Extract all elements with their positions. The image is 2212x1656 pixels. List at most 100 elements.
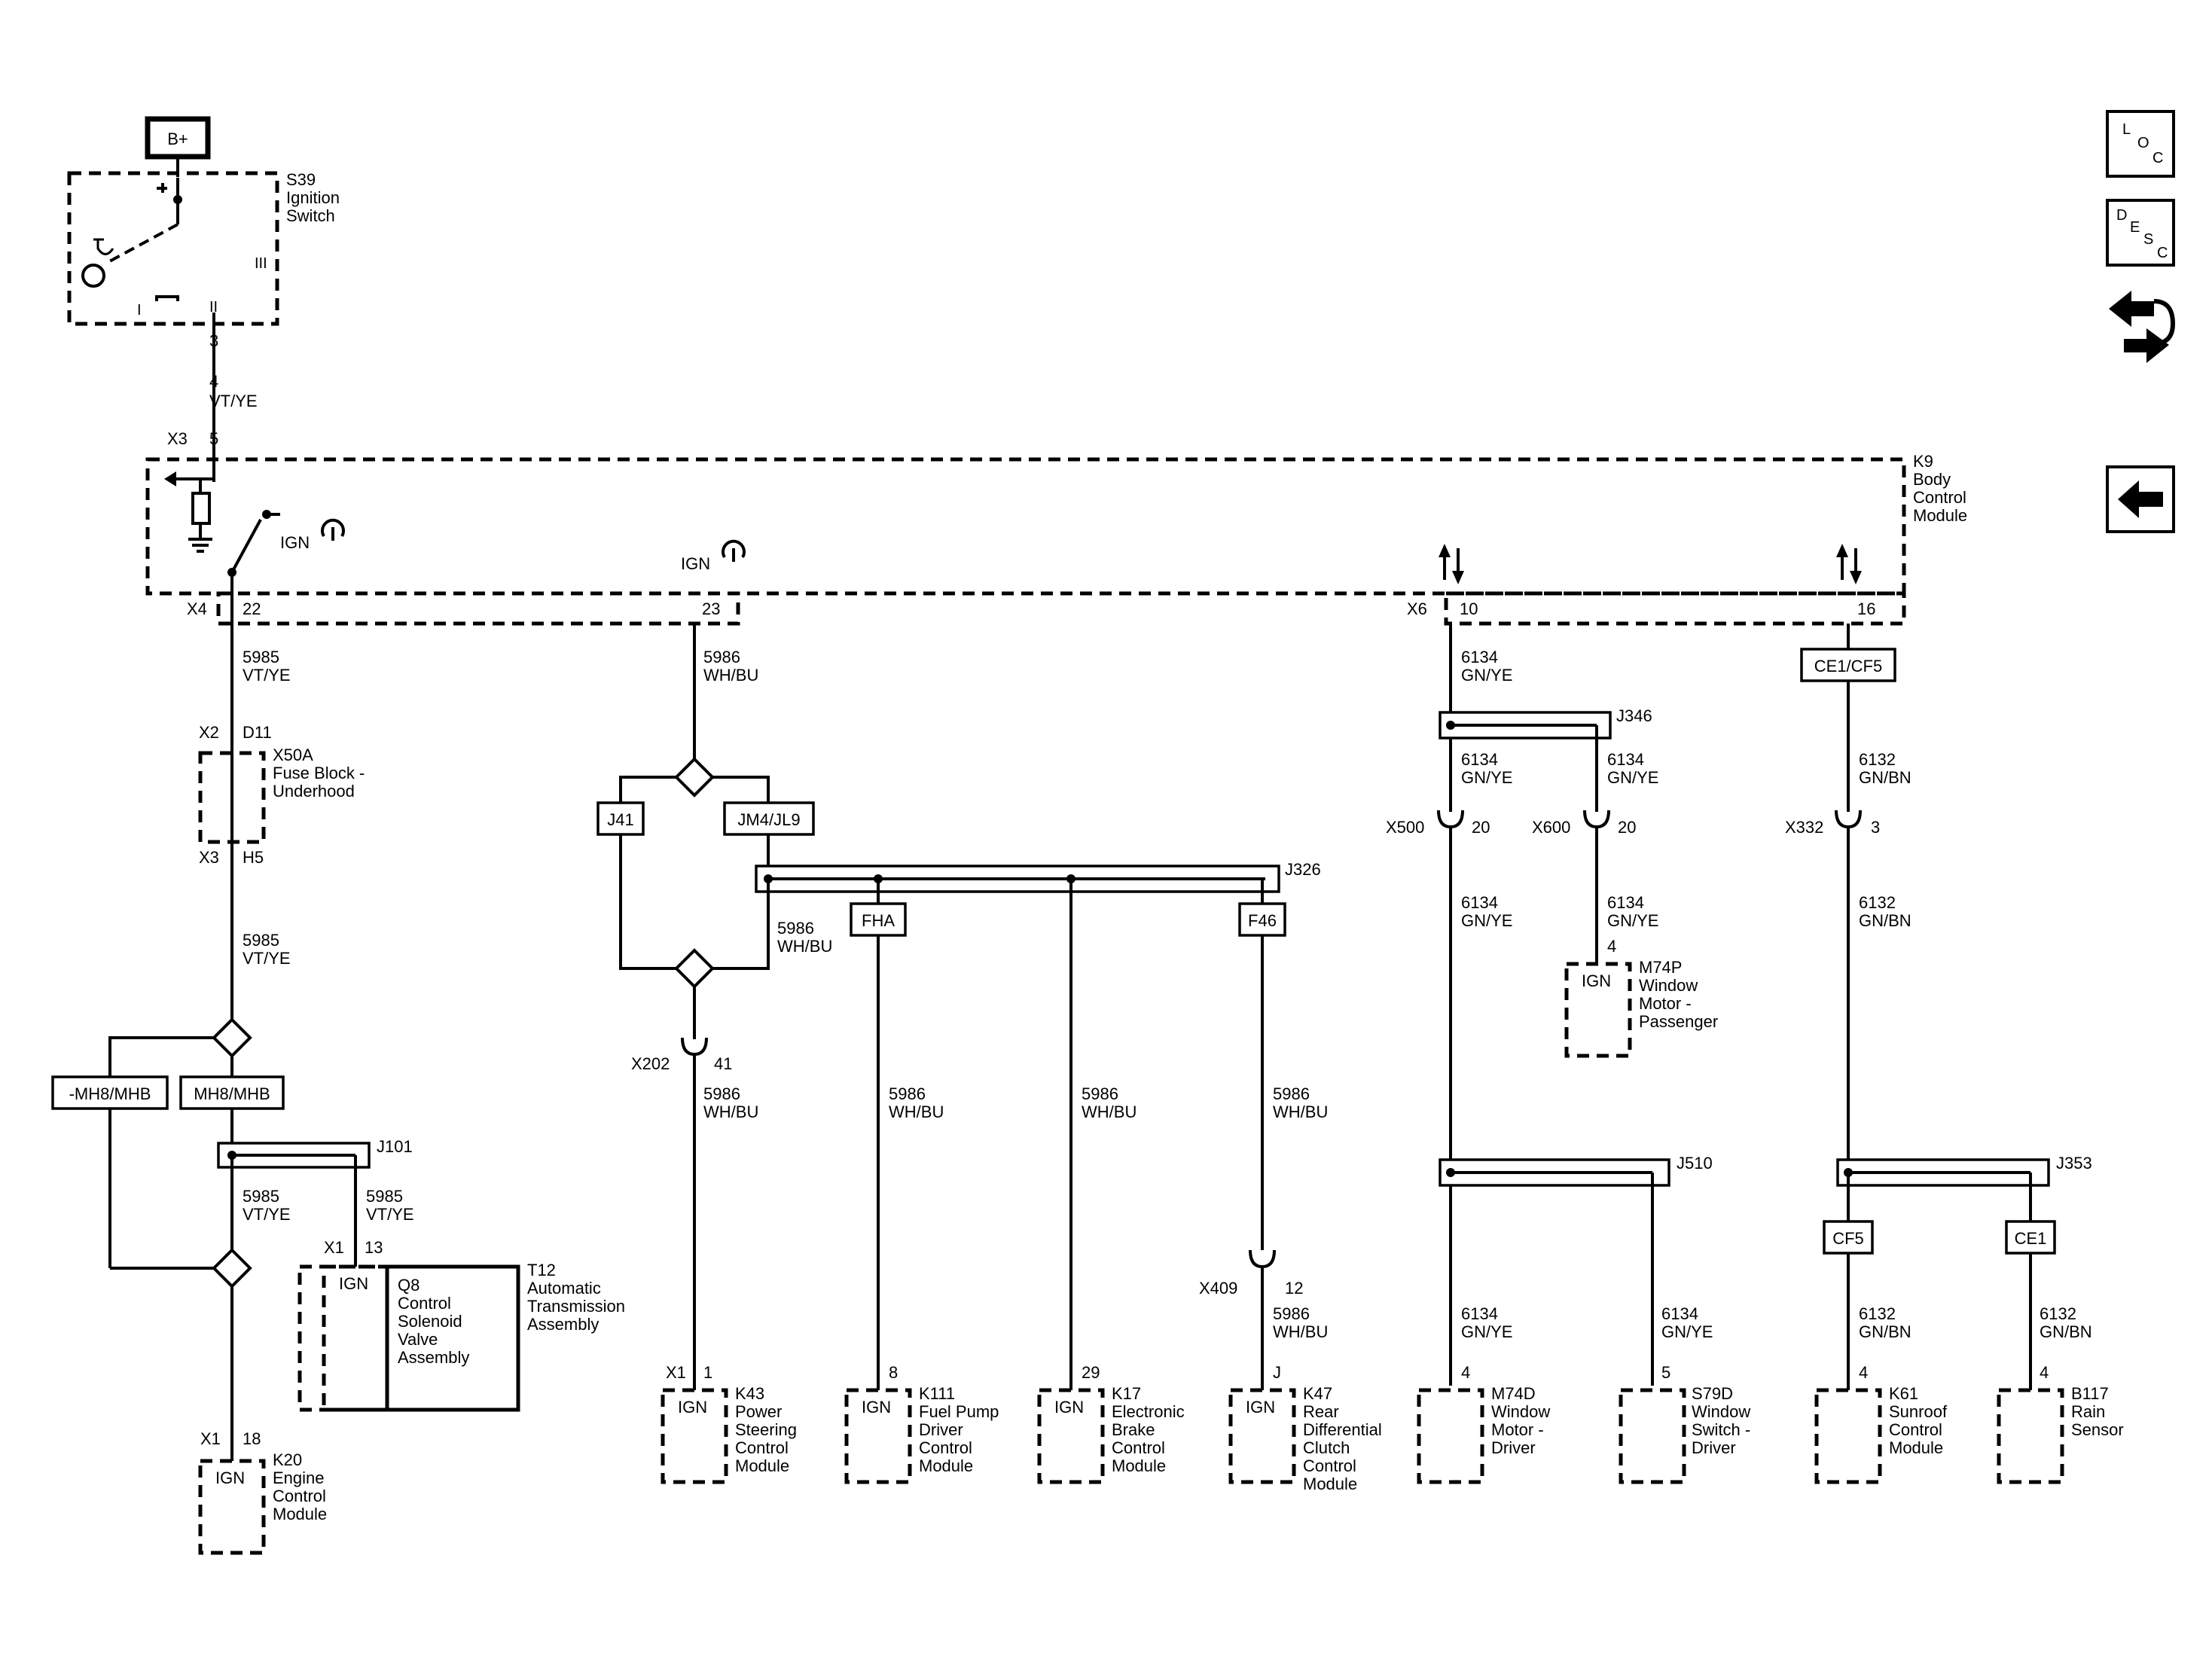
inline-connector-x409 xyxy=(1249,1249,1276,1269)
wire-color: GN/YE xyxy=(1461,1322,1512,1341)
component-name: Rain xyxy=(2071,1402,2105,1421)
wire-color: GN/BN xyxy=(1859,911,1911,930)
switch-position-label: I xyxy=(137,302,142,319)
driver-window-motor xyxy=(1417,1388,1484,1484)
component-name: Driver xyxy=(1692,1438,1736,1457)
pin-label: 5 xyxy=(1661,1363,1670,1382)
splice-j346 xyxy=(1439,711,1612,740)
component-name: Assembly xyxy=(398,1348,469,1367)
ign-label: IGN xyxy=(215,1468,245,1487)
wire-circuit: 5985 xyxy=(243,1187,279,1206)
connector-label: X500 xyxy=(1386,818,1424,837)
component-name: Solenoid xyxy=(398,1312,462,1331)
option-label: CE1 xyxy=(2015,1229,2047,1248)
ign-label: IGN xyxy=(681,554,710,573)
component-id: M74P xyxy=(1639,958,1682,977)
wire-circuit: 5986 xyxy=(703,1084,740,1103)
transmission-assembly: IGN xyxy=(297,1264,520,1412)
ign-label: IGN xyxy=(339,1274,368,1293)
connector-swap-icon[interactable] xyxy=(2109,291,2176,363)
wire-color: GN/YE xyxy=(1461,911,1512,930)
pin-label: 10 xyxy=(1460,599,1478,618)
component-name: Control xyxy=(273,1487,326,1505)
wire-circuit: 6134 xyxy=(1661,1304,1698,1323)
option-box-cf5: CF5 xyxy=(1823,1220,1874,1255)
inline-connector-x500 xyxy=(1437,810,1464,829)
pin-label: 20 xyxy=(1472,818,1490,837)
loc-button[interactable]: L O C xyxy=(2106,110,2175,178)
pin-label: 16 xyxy=(1857,599,1875,618)
component-name: Differential xyxy=(1303,1420,1382,1439)
body-control-module: IGN IGN xyxy=(145,457,1906,626)
component-name: Driver xyxy=(1491,1438,1536,1457)
back-button[interactable] xyxy=(2106,465,2175,533)
desc-letter: C xyxy=(2157,245,2168,261)
loc-letter: C xyxy=(2153,150,2163,166)
wire-color: WH/BU xyxy=(777,937,832,956)
option-box-ce1: CE1 xyxy=(2005,1220,2056,1255)
wire-circuit: 5985 xyxy=(243,931,279,950)
option-label: CF5 xyxy=(1832,1229,1864,1248)
wire-color: GN/YE xyxy=(1461,768,1512,787)
pin-label: 1 xyxy=(703,1363,712,1382)
wire-color: WH/BU xyxy=(1082,1102,1137,1121)
bidirectional-arrows-icon xyxy=(1836,544,1862,584)
option-label: FHA xyxy=(862,911,895,930)
splice-label: J510 xyxy=(1677,1154,1713,1173)
component-name: Motor - xyxy=(1639,994,1692,1013)
component-id: T12 xyxy=(527,1261,556,1279)
component-name: Fuse Block - xyxy=(273,764,365,782)
component-name: Module xyxy=(919,1456,973,1475)
splice-j326 xyxy=(755,865,1280,893)
connector-label: X6 xyxy=(1407,599,1427,618)
component-id: X50A xyxy=(273,746,313,764)
desc-letter: D xyxy=(2116,207,2127,224)
power-icon xyxy=(321,518,345,541)
pin-label: 22 xyxy=(243,599,261,618)
connector-label: X1 xyxy=(200,1429,221,1448)
wire-color: VT/YE xyxy=(243,666,291,685)
pin-label: D11 xyxy=(243,723,272,742)
component-id: Q8 xyxy=(398,1276,420,1295)
power-steering-module: IGN xyxy=(661,1388,728,1484)
inline-connector-x202 xyxy=(681,1037,708,1057)
wire-circuit: 6132 xyxy=(1859,750,1896,769)
bidirectional-arrows-icon xyxy=(1439,544,1464,584)
option-diamond xyxy=(212,1017,252,1058)
option-box-mh8-neg: -MH8/MHB xyxy=(51,1075,169,1110)
desc-button[interactable]: D E S C xyxy=(2106,199,2175,267)
splice-label: J353 xyxy=(2056,1154,2092,1173)
option-diamond xyxy=(212,1248,252,1289)
option-diamond xyxy=(674,948,715,989)
wire-color: VT/YE xyxy=(209,392,258,410)
component-name: Switch - xyxy=(1692,1420,1750,1439)
wire-circuit: 6132 xyxy=(1859,1304,1896,1323)
pin-label: 4 xyxy=(1461,1363,1470,1382)
switch-position-label: III xyxy=(255,255,267,272)
wire-circuit: 5986 xyxy=(889,1084,926,1103)
wire-color: GN/YE xyxy=(1607,911,1658,930)
back-arrow-icon xyxy=(2118,480,2163,518)
option-label: J41 xyxy=(607,810,633,829)
loc-letter: O xyxy=(2137,135,2149,151)
wire-circuit: 6134 xyxy=(1607,750,1644,769)
passenger-window-motor: IGN xyxy=(1564,962,1632,1058)
option-box-f46: F46 xyxy=(1238,902,1286,937)
pin-label: 5 xyxy=(209,429,218,448)
ign-label: IGN xyxy=(1582,971,1611,990)
wire-circuit: 5986 xyxy=(777,919,814,938)
component-name: Control xyxy=(735,1438,789,1457)
wire-circuit: 6134 xyxy=(1461,893,1498,912)
pin-label: 23 xyxy=(702,599,720,618)
engine-control-module: IGN xyxy=(198,1459,266,1555)
component-name: Valve xyxy=(398,1330,438,1349)
component-name: Power xyxy=(735,1402,782,1421)
wire-color: GN/BN xyxy=(1859,768,1911,787)
wire-circuit: 6134 xyxy=(1461,648,1498,666)
splice-j510 xyxy=(1439,1158,1670,1187)
component-name: Window xyxy=(1639,976,1698,995)
component-name: Module xyxy=(1913,506,1967,525)
pin-label: J xyxy=(1273,1363,1281,1382)
option-label: CE1/CF5 xyxy=(1814,657,1882,676)
